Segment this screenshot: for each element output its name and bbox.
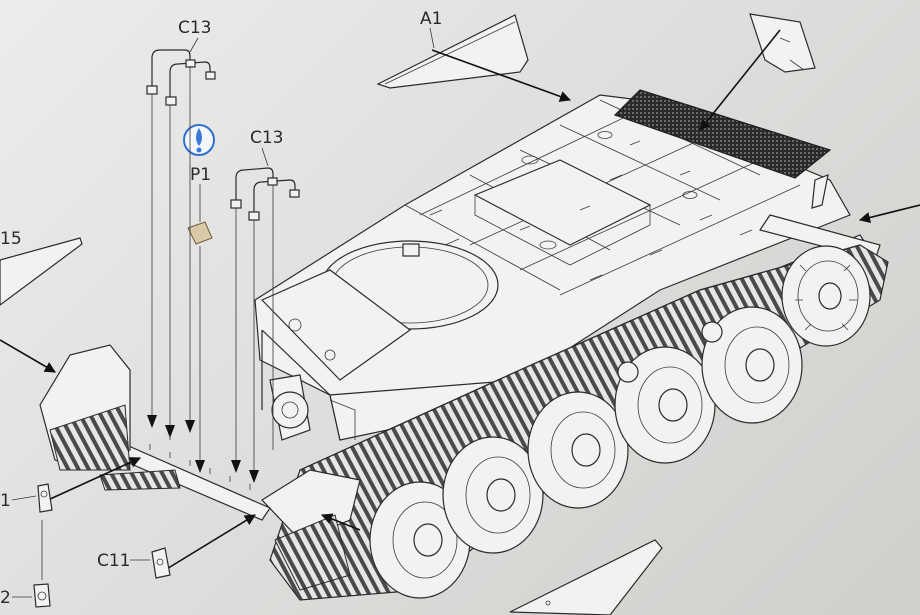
radiator-grille	[613, 89, 832, 179]
mudguard-15	[0, 237, 181, 491]
guide-lines	[151, 66, 274, 480]
insertion-arrows	[147, 415, 259, 483]
drive-sprocket	[781, 245, 871, 347]
part-c13-right	[230, 167, 300, 221]
part-c13-left	[146, 49, 216, 106]
label-1: 1	[0, 491, 11, 511]
road-wheel	[614, 346, 716, 464]
part-2	[33, 520, 51, 608]
road-wheels	[369, 245, 871, 599]
rear-fender-plate	[509, 539, 663, 615]
leader-arrows	[0, 29, 920, 571]
part-a1	[376, 14, 529, 89]
road-wheel	[442, 436, 544, 554]
label-a1: A1	[420, 9, 442, 29]
label-p1: P1	[190, 165, 211, 185]
return-roller	[617, 321, 723, 383]
label-2: 2	[0, 588, 11, 608]
road-wheel	[527, 391, 629, 509]
road-wheel	[701, 306, 803, 424]
label-15: 15	[0, 229, 22, 249]
front-mudguard	[261, 469, 361, 591]
label-c11: C11	[97, 551, 131, 571]
rear-hatch-plate	[749, 13, 816, 73]
part-p1	[187, 221, 213, 245]
part-c11	[151, 547, 171, 579]
paint-drop-icon	[183, 124, 215, 156]
label-c13-left: C13	[178, 18, 212, 38]
part-1	[37, 483, 53, 513]
label-c13-right: C13	[250, 128, 284, 148]
